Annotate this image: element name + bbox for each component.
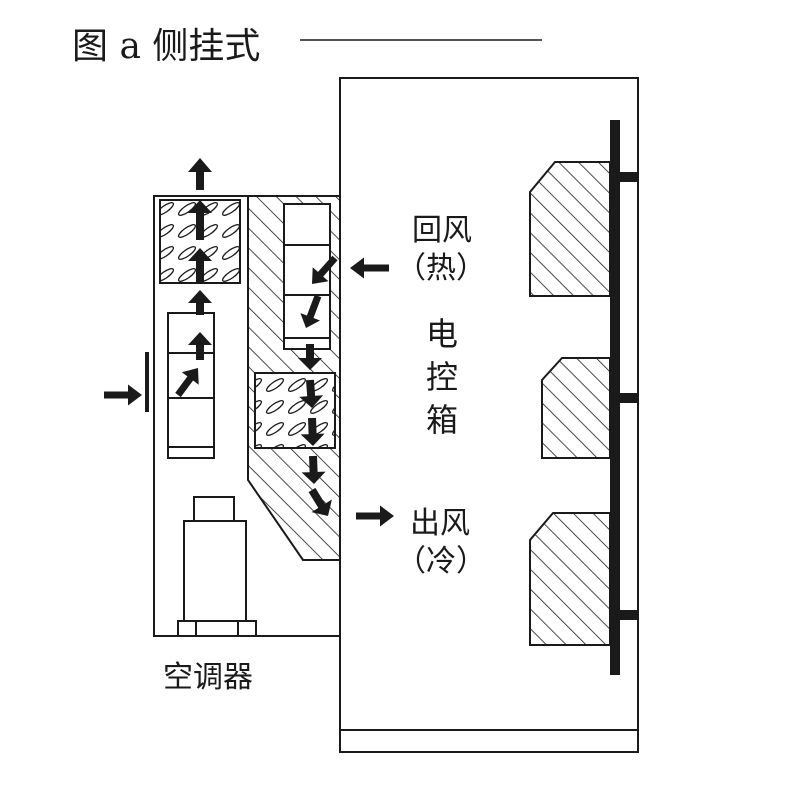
return-air-label: 回风 xyxy=(412,213,472,248)
mounting-rail xyxy=(610,120,620,675)
exhaust-rise-arrow-3 xyxy=(188,248,212,282)
supply-down-arrow-1 xyxy=(298,344,322,370)
exhaust-rise-arrow-2 xyxy=(188,290,212,315)
component-bottom xyxy=(529,512,611,646)
air-conditioner-unit xyxy=(145,195,341,637)
external-fan xyxy=(167,312,215,459)
figure-title: 图 a 侧挂式 xyxy=(72,26,260,67)
internal-fan-in-arrow xyxy=(312,255,338,284)
outside-air-in-arrow xyxy=(104,384,142,406)
rail-bracket-mid xyxy=(620,393,638,403)
internal-fan-down-arrow xyxy=(300,294,322,328)
rail-bracket-bottom xyxy=(620,610,638,620)
supply-turn-arrow xyxy=(308,487,332,516)
ac-unit-label: 空调器 xyxy=(163,660,253,695)
exhaust-out-arrow xyxy=(188,158,212,190)
compressor xyxy=(177,496,257,637)
component-middle xyxy=(541,357,611,459)
supply-air-temp-label: （冷） xyxy=(396,544,486,579)
rail-bracket-top xyxy=(620,172,638,182)
airflow-arrows xyxy=(104,158,394,527)
cabinet-label-char-1: 电 xyxy=(426,315,458,353)
return-air-temp-label: （热） xyxy=(396,251,486,286)
exhaust-rise-arrow-4 xyxy=(188,200,212,240)
cabinet-label-char-2: 控 xyxy=(426,358,458,396)
electrical-cabinet xyxy=(339,77,639,753)
fan-to-coil-arrow xyxy=(175,368,199,398)
evaporator-coil xyxy=(254,372,336,449)
supply-down-arrow-2 xyxy=(299,379,324,408)
supply-air-out-arrow xyxy=(356,505,394,527)
supply-down-arrow-3 xyxy=(300,417,325,446)
return-air-in-arrow xyxy=(350,257,389,279)
component-top xyxy=(529,161,611,297)
cabinet-base xyxy=(339,729,639,753)
supply-down-arrow-4 xyxy=(301,455,326,484)
exhaust-rise-arrow-1 xyxy=(188,332,212,360)
cabinet-label-char-3: 箱 xyxy=(426,401,458,439)
supply-air-label: 出风 xyxy=(410,506,470,541)
